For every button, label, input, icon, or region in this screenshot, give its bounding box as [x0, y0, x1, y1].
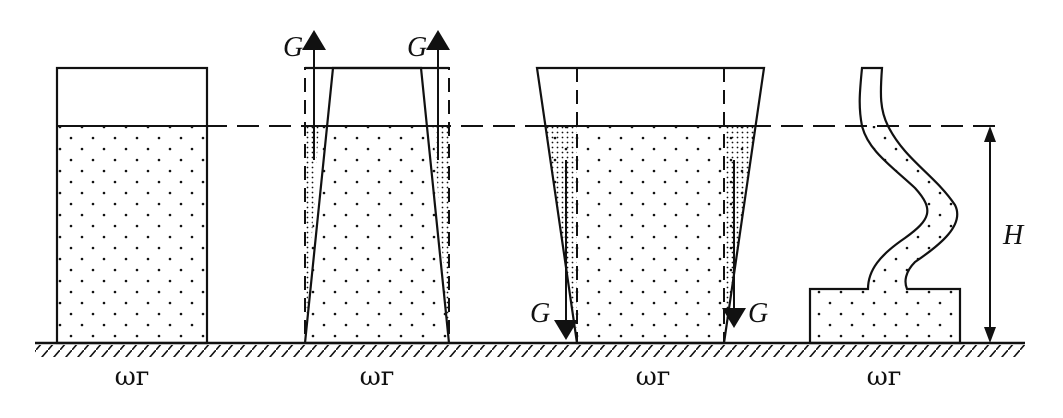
base-area-label-2: ωг — [359, 362, 395, 392]
vessel-curved-tube — [808, 66, 962, 345]
base-area-label-4: ωг — [866, 362, 902, 392]
weight-label-3: G — [530, 298, 551, 329]
base-area-label-3: ωг — [635, 362, 671, 392]
vessel-narrowing — [302, 30, 451, 345]
weight-label-2: G — [407, 32, 428, 63]
height-dimension — [984, 126, 996, 343]
base-area-label-1: ωг — [114, 362, 150, 392]
ground — [35, 341, 1025, 357]
height-label: H — [1003, 220, 1024, 251]
weight-label-1: G — [283, 32, 304, 63]
vessel-cylinder — [55, 66, 209, 345]
weight-label-4: G — [748, 298, 769, 329]
vessel-widening — [535, 66, 766, 345]
